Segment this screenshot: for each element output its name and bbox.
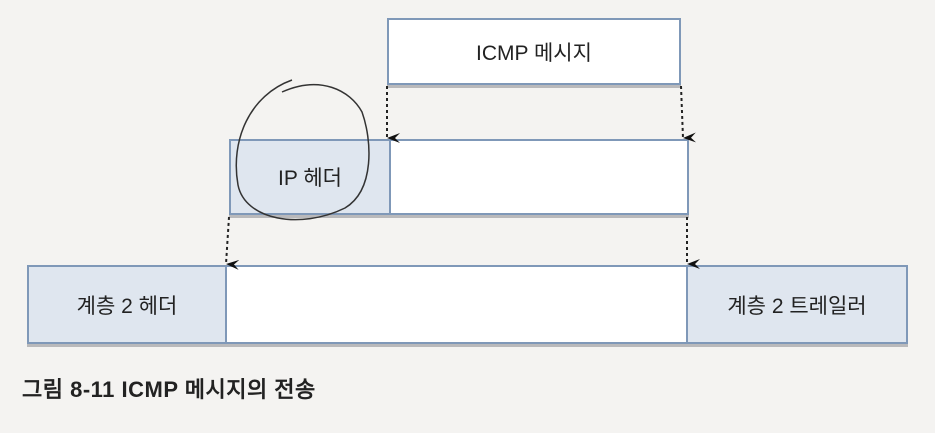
ip-packet-box: IP 헤더 xyxy=(229,139,689,215)
ip-header-label: IP 헤더 xyxy=(231,141,391,213)
arrow-ip-left xyxy=(225,216,240,270)
icmp-message-box: ICMP 메시지 xyxy=(387,18,681,85)
layer2-header-label: 계층 2 헤더 xyxy=(29,267,227,342)
figure-caption: 그림 8-11 ICMP 메시지의 전송 xyxy=(22,377,316,402)
arrow-icmp-right xyxy=(680,85,697,143)
layer2-trailer-label: 계층 2 트레일러 xyxy=(686,267,906,342)
layer2-frame-box: 계층 2 헤더 계층 2 트레일러 xyxy=(27,265,908,344)
icmp-message-label: ICMP 메시지 xyxy=(476,41,592,65)
handwritten-circle xyxy=(235,79,370,221)
